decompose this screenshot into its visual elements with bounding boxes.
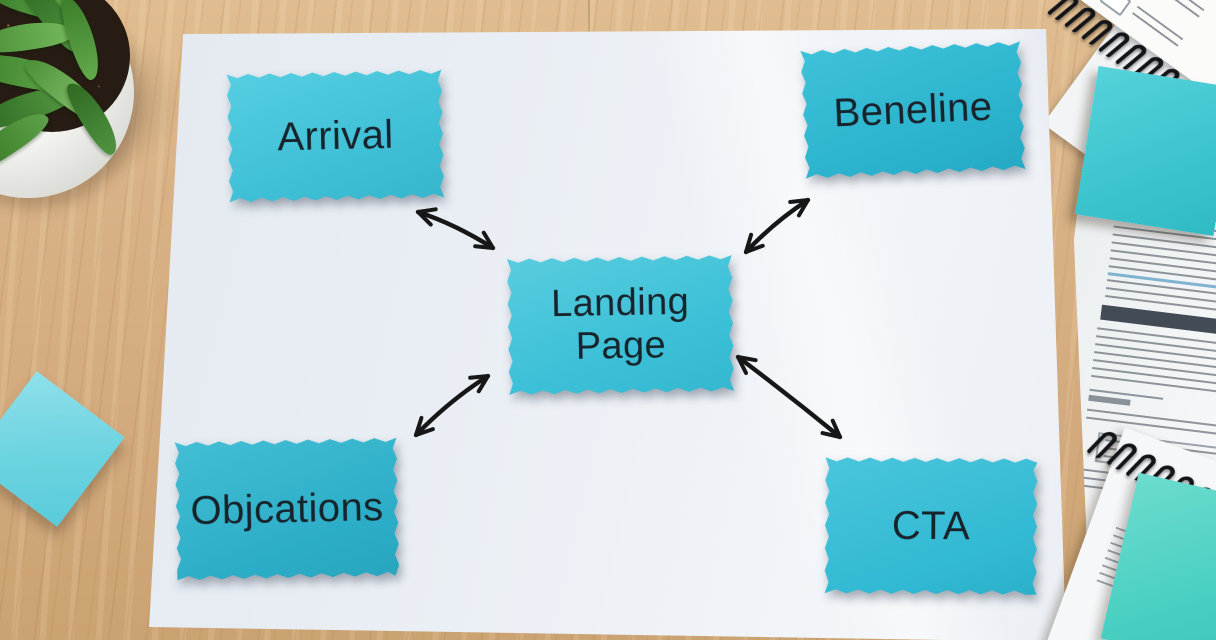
note-arrival-paper: Arrival <box>227 70 445 203</box>
note-landing-page: Landing Page <box>507 255 734 395</box>
note-objcations-paper: Objcations <box>175 438 400 581</box>
note-beneline-label: Beneline <box>832 84 994 136</box>
note-cta-label: CTA <box>891 503 971 548</box>
note-objcations: Objcations <box>175 438 400 581</box>
fine-print-texture <box>1152 0 1205 20</box>
note-cta: CTA <box>825 457 1038 594</box>
teal-sticky-note-top-right <box>1075 65 1216 237</box>
slide-thumbnail-icon <box>1099 0 1132 17</box>
note-arrival-label: Arrival <box>276 112 395 159</box>
note-beneline: Beneline <box>800 41 1025 178</box>
note-objcations-label: Objcations <box>190 484 384 533</box>
note-arrival: Arrival <box>227 70 445 203</box>
document-subheading <box>1088 395 1130 406</box>
note-beneline-paper: Beneline <box>800 41 1025 178</box>
potted-plant <box>0 0 160 220</box>
document-text-lines <box>1090 327 1216 406</box>
note-landing-page-paper: Landing Page <box>507 255 734 395</box>
note-cta-paper: CTA <box>825 457 1038 594</box>
note-landing-page-label: Landing Page <box>550 281 690 368</box>
